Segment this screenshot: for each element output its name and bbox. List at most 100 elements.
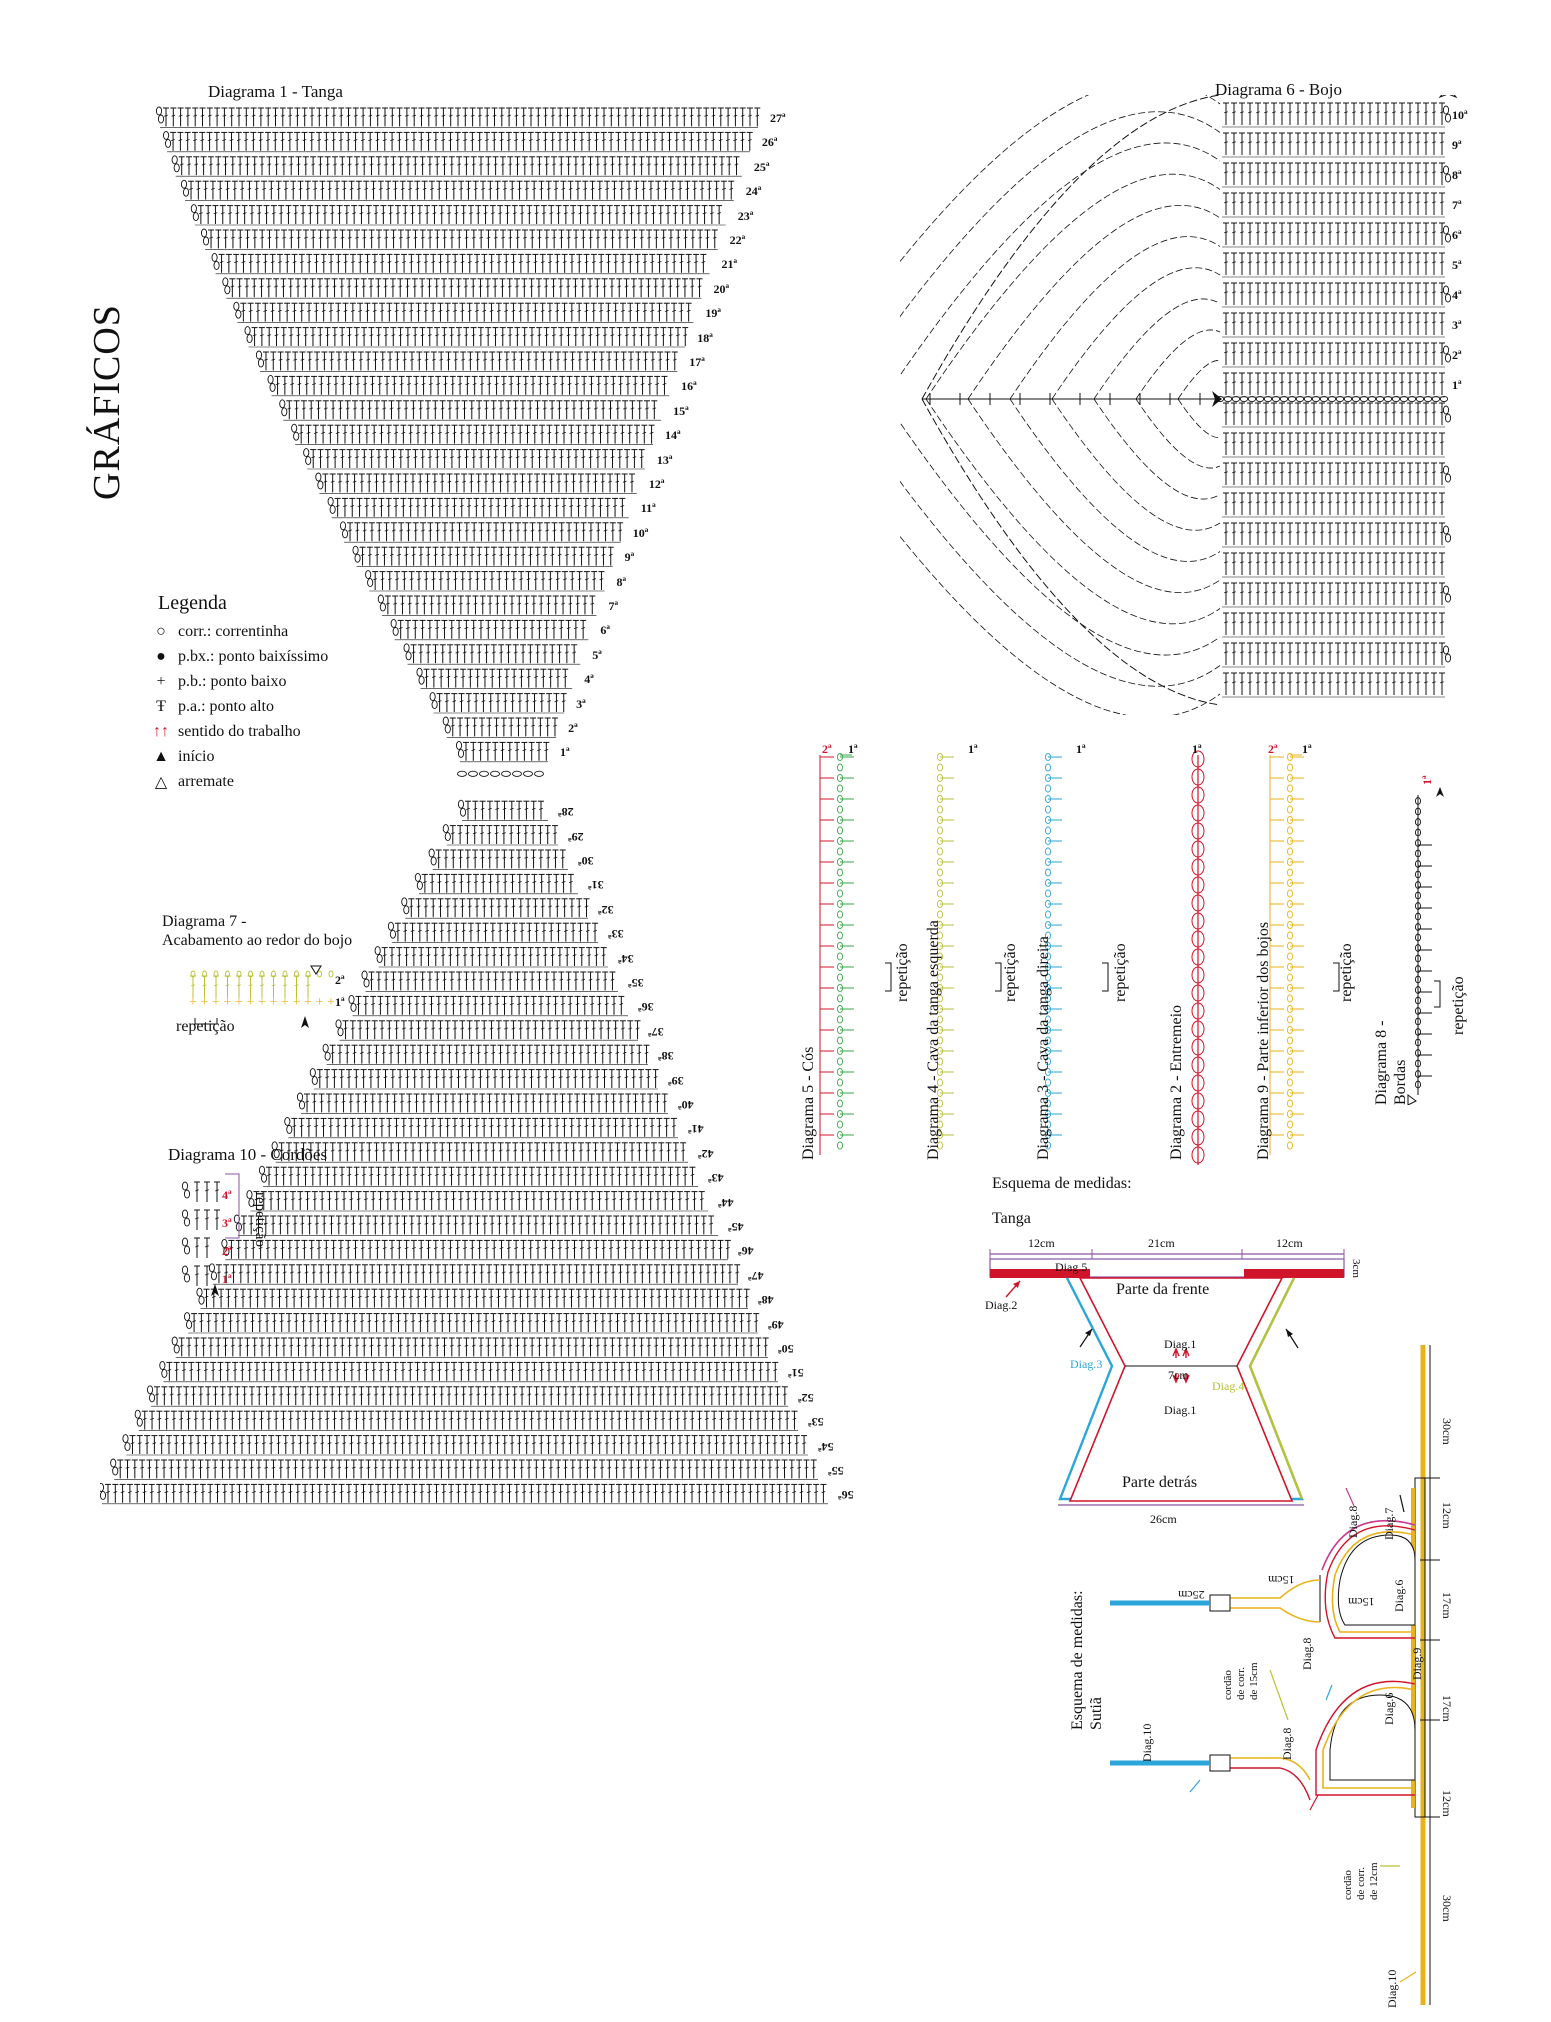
cord12-line1: cordão: [1342, 1870, 1354, 1900]
sutia-cup-b: 15cm: [1348, 1595, 1375, 1609]
diagram1-row-number: 1ª: [560, 745, 570, 760]
diagram1-stitches: [100, 106, 828, 1505]
diagram1-row: [361, 970, 618, 992]
sutia-schema-heading: Esquema de medidas: Sutiã: [1068, 1590, 1106, 1730]
diagram6-row: [1222, 192, 1445, 218]
diagram1-row: [180, 179, 735, 201]
legend-label: corr.: correntinha: [178, 622, 289, 640]
diagram1-row-number: 41ª: [688, 1122, 704, 1137]
tanga-diag1-bottom: Diag.1: [1164, 1403, 1197, 1417]
diagram1-row: [429, 692, 567, 714]
diagram1-row: [403, 643, 581, 665]
diagram10-stitches: [181, 1173, 240, 1296]
diagram1-row-number: 28ª: [558, 805, 574, 820]
sutia-seg-12a: 12cm: [1440, 1502, 1454, 1529]
tanga-diag2: Diag.2: [985, 1298, 1018, 1312]
sutia-schema: [1110, 1345, 1440, 2005]
diagram5-strip: [819, 752, 854, 1155]
diagram1-row-number: 4ª: [584, 672, 594, 687]
diagram6-row: [1222, 102, 1452, 128]
diagram1-row-number: 5ª: [592, 647, 602, 662]
diagram6-row-number: 9ª: [1452, 138, 1462, 152]
diagram7-title-line1: Diagrama 7 -: [162, 913, 247, 930]
diagram1-row-number: 7ª: [608, 599, 619, 613]
tanga-bottom: 26cm: [1150, 1512, 1177, 1526]
diagram1-row-number: 43ª: [708, 1171, 724, 1186]
tanga-top-right: 12cm: [1276, 1236, 1303, 1250]
diagram7-title: Diagrama 7 - Acabamento ao redor do bojo: [162, 912, 352, 950]
diagram10-repeat-label: repetição: [252, 1192, 268, 1247]
diagram7-title-line2: Acabamento ao redor do bojo: [162, 932, 353, 949]
legend-symbol-icon: +: [156, 672, 166, 690]
diagram1-row-number: 50ª: [778, 1342, 794, 1356]
diagram1-row: [267, 374, 670, 397]
diagram1-row: [201, 228, 718, 250]
sutia-seg-17b: 17cm: [1440, 1695, 1454, 1722]
tanga-top-center: 21cm: [1148, 1236, 1175, 1250]
diagram1-row-number: 38ª: [658, 1049, 674, 1064]
diagram1-row: [190, 204, 726, 226]
diagram1-row-number: 18ª: [697, 330, 713, 345]
diagram1-row: [374, 946, 608, 968]
diagram1-row: [296, 1092, 668, 1114]
diagram10-row-4: 4ª: [222, 1188, 232, 1202]
diagram1-row-number: 55ª: [828, 1464, 844, 1478]
diagram7-chart: +++++++++++++: [189, 965, 335, 1028]
diagram1-row: [208, 1263, 741, 1285]
diagram1-row-number: 36ª: [638, 1000, 654, 1015]
diagram1-row-number: 11ª: [640, 501, 656, 516]
strip-row-number: 1ª: [1076, 742, 1086, 756]
diagram6-row: [1222, 432, 1445, 458]
diagram6-row: [1222, 642, 1452, 668]
legend-item: ●p.bx.: ponto baixíssimo: [150, 644, 328, 669]
diagram1-row: [339, 521, 624, 543]
sutia-seg-17a: 17cm: [1440, 1592, 1454, 1619]
diagram1-row-number: 6ª: [600, 623, 610, 638]
diagram1-row: [348, 994, 628, 1017]
diagram6-row-number: 6ª: [1452, 228, 1462, 242]
legend-label: p.bx.: ponto baixíssimo: [178, 647, 329, 665]
diagram8-row-1: 1ª: [1420, 775, 1434, 785]
diagram10-row-3: 3ª: [222, 1216, 232, 1230]
diagram1-row: [255, 350, 678, 372]
diagram1-row-number: 17ª: [689, 355, 705, 369]
diagram1-row: [221, 1238, 731, 1261]
diagram1-row: [159, 1360, 779, 1383]
diagram8-stitches: [1407, 787, 1444, 1105]
cord12-line3: de 12cm: [1368, 1862, 1380, 1900]
diagram1-row-number: 37ª: [648, 1024, 664, 1039]
diagram1-row: [163, 130, 753, 153]
legend-label: sentido do trabalho: [178, 722, 301, 740]
tanga-back: Parte detrás: [1122, 1474, 1198, 1491]
diagram9-strip: [1269, 752, 1304, 1155]
diagram1-row-number: 34ª: [618, 951, 634, 966]
diagram1-row-number: 21ª: [721, 257, 738, 272]
diagram1-row: [222, 277, 703, 299]
diagram1-row: [428, 848, 568, 870]
diagram7-repeat-label: repetição: [176, 1018, 235, 1035]
sutia-top-strap: 30cm: [1440, 1418, 1454, 1445]
diagram1-row-number: 12ª: [648, 477, 665, 491]
diagram1-row: [322, 1043, 650, 1065]
diagram1-row-number: 9ª: [624, 550, 635, 565]
tanga-front: Parte da frente: [1116, 1281, 1210, 1298]
legend-item: +p.b.: ponto baixo: [150, 669, 328, 694]
diagram6-row: [1222, 462, 1452, 488]
diagram6-row: [1222, 402, 1452, 428]
diagram1-row-number: 16ª: [681, 379, 697, 394]
sutia-seg-12b: 12cm: [1440, 1790, 1454, 1817]
diagram6-stitches: [900, 95, 1458, 715]
cord15-line3: de 15cm: [1248, 1662, 1260, 1700]
diagram1-row-number: 46ª: [738, 1244, 754, 1259]
diagram1-row-number: 53ª: [808, 1415, 824, 1430]
diagram1-row: [233, 301, 694, 323]
diagram1-row: [100, 1482, 828, 1505]
sutia-cup-a: 15cm: [1268, 1573, 1295, 1587]
diagram1-row-number: 26ª: [761, 135, 778, 150]
diagram1-row-number: 19ª: [705, 306, 721, 321]
sutia-diag10-b: Diag.10: [1385, 1969, 1399, 2008]
tanga-schema-heading: Esquema de medidas:: [992, 1175, 1132, 1192]
legend-symbol-icon: ○: [156, 622, 166, 640]
diagram1-row: [414, 872, 578, 895]
